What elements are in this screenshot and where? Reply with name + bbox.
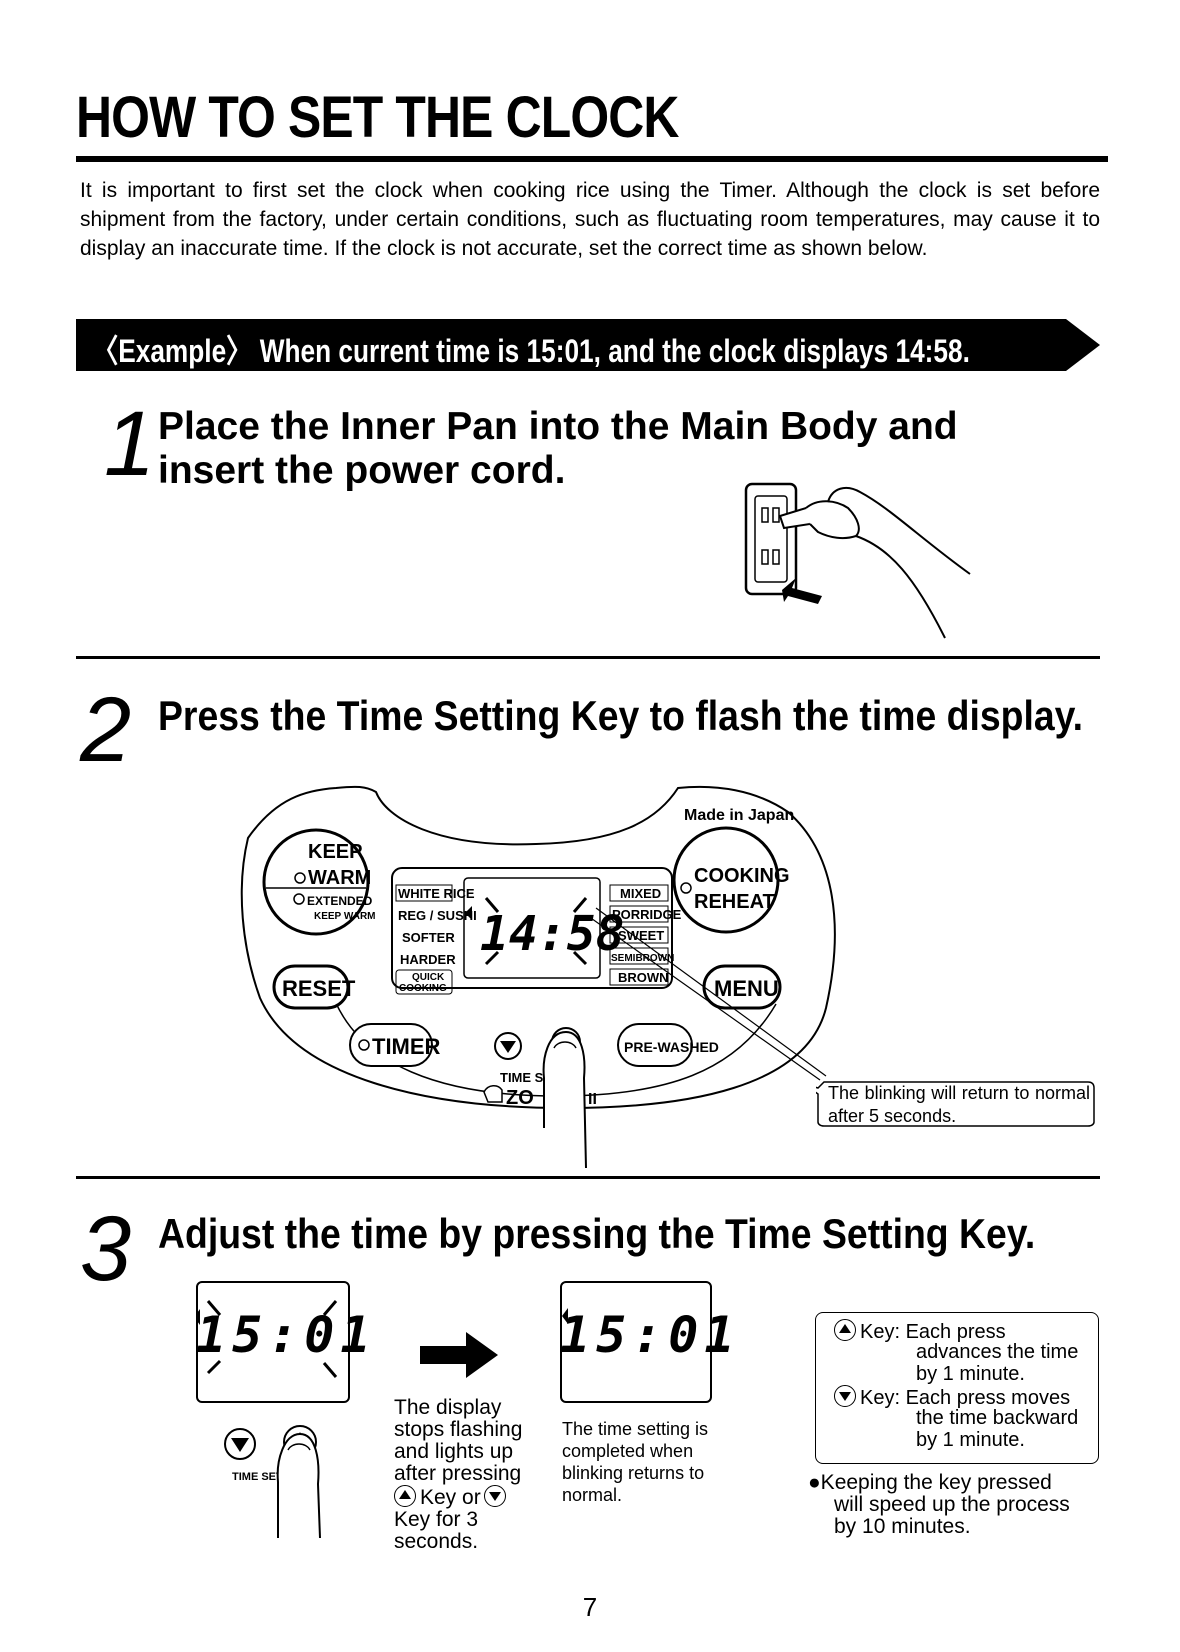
note-line: ●Keeping the key pressed	[808, 1471, 1052, 1494]
menu-label: MENU	[714, 976, 779, 1001]
section-divider	[76, 656, 1100, 659]
time-set-small-label: TIME SET	[232, 1471, 283, 1483]
key-text: by 1 minute.	[916, 1363, 1025, 1385]
step3-keys-illustration: TIME SET	[224, 1425, 321, 1538]
lcd-time-display: 14:58	[480, 906, 625, 962]
down-key-button[interactable]	[494, 1032, 522, 1060]
up-key-icon	[394, 1485, 416, 1507]
warm-label: WARM	[308, 867, 371, 889]
cooking-reheat-button[interactable]: COOKING REHEAT	[672, 826, 790, 934]
note-line: will speed up the process	[834, 1493, 1070, 1516]
menu-reg-sushi: REG / SUSHI	[398, 908, 477, 923]
completed-time-display	[560, 1281, 712, 1403]
caption-display-stops: The display stops flashing and lights up…	[394, 1397, 544, 1553]
display-pointer-mark	[562, 1308, 568, 1324]
caption-line: Key or	[420, 1486, 481, 1509]
caption-line: stops flashing	[394, 1418, 523, 1441]
menu-white-rice: WHITE RICE	[398, 886, 475, 901]
page-number: 7	[582, 1592, 598, 1622]
menu-brown: BROWN	[618, 970, 669, 985]
section-divider	[76, 1176, 1100, 1179]
step-2-instruction: Press the Time Setting Key to flash the …	[158, 692, 1084, 739]
caption-line: after pressing	[394, 1462, 522, 1485]
power-plug-illustration	[744, 482, 971, 639]
menu-mixed: MIXED	[620, 886, 661, 901]
caption-line-keys: Key or	[394, 1485, 544, 1509]
caption-line: The display	[394, 1396, 502, 1419]
caption-line: seconds.	[394, 1530, 479, 1553]
key-text: the time backward	[916, 1407, 1079, 1429]
callout-box	[803, 1078, 1096, 1128]
caption-line: The time setting is	[562, 1419, 709, 1439]
down-key-icon	[834, 1385, 856, 1407]
title-rule	[76, 156, 1108, 162]
keep-warm-small-label: KEEP WARM	[314, 911, 376, 922]
pre-washed-label: PRE-WASHED	[624, 1039, 719, 1055]
banner-shape	[76, 319, 1100, 371]
intro-text: It is important to first set the clock w…	[80, 179, 1100, 260]
key-text: advances the time	[916, 1341, 1079, 1363]
down-key-icon	[483, 1485, 506, 1507]
note-line: by 10 minutes.	[834, 1515, 971, 1538]
caption-line: normal.	[562, 1485, 623, 1505]
left-menu-list: WHITE RICE REG / SUSHI SOFTER HARDER QUI…	[395, 884, 477, 995]
menu-semibrown: SEMIBROWN	[611, 953, 674, 964]
keep-label: KEEP	[308, 841, 362, 863]
brand-label: ZO	[506, 1087, 534, 1109]
step-3-number: 3	[80, 1198, 132, 1300]
caption-line: completed when	[562, 1441, 694, 1461]
elephant-logo-icon	[483, 1085, 503, 1103]
timer-label: TIMER	[372, 1034, 441, 1059]
key-explanation-box: Key: Each press advances the time by 1 m…	[815, 1312, 1099, 1464]
extended-label: EXTENDED	[307, 894, 373, 908]
flashing-time-digits: 15:01	[196, 1306, 377, 1364]
arrow-right-icon	[420, 1332, 498, 1378]
menu-harder: HARDER	[400, 952, 456, 967]
up-key-line: Key: Each press	[834, 1319, 1006, 1343]
page-title: HOW TO SET THE CLOCK	[76, 85, 679, 150]
pointing-finger-icon	[276, 1432, 321, 1538]
flash-blink-marks	[196, 1300, 338, 1378]
keep-pressed-note: ●Keeping the key pressed will speed up t…	[808, 1472, 1106, 1538]
caption-setting-completed: The time setting is completed when blink…	[562, 1418, 732, 1506]
right-menu-list: MIXED PORRIDGE SWEET SEMIBROWN BROWN	[609, 884, 682, 986]
step-1-instruction: Place the Inner Pan into the Main Body a…	[158, 405, 958, 492]
timer-button[interactable]: TIMER	[349, 1023, 441, 1067]
pointing-finger-icon	[542, 1030, 587, 1168]
down-key-icon	[224, 1428, 256, 1460]
blink-marks	[484, 897, 588, 966]
made-in-label: Made in Japan	[684, 807, 794, 824]
key-text: by 1 minute.	[916, 1429, 1025, 1451]
menu-sweet: SWEET	[618, 928, 664, 943]
control-panel-illustration: Made in Japan KEEP WARM EXTENDED KEEP WA…	[240, 785, 836, 1168]
reset-label: RESET	[282, 976, 356, 1001]
caption-line: blinking returns to	[562, 1463, 705, 1483]
reheat-label: REHEAT	[694, 891, 775, 913]
menu-cooking: COOKING	[399, 983, 447, 994]
menu-porridge: PORRIDGE	[612, 907, 682, 922]
step-2-number: 2	[80, 679, 132, 781]
pre-washed-button[interactable]: PRE-WASHED	[617, 1023, 719, 1067]
key-text: Key: Each press moves	[860, 1387, 1071, 1409]
step-3-instruction: Adjust the time by pressing the Time Set…	[158, 1210, 1036, 1257]
down-key-line: Key: Each press moves	[834, 1385, 1070, 1409]
cooking-label: COOKING	[694, 865, 790, 887]
example-text: 〈Example〉 When current time is 15:01, an…	[92, 333, 970, 369]
step-1-number: 1	[104, 393, 156, 495]
completed-time-digits: 15:01	[560, 1306, 741, 1364]
menu-button[interactable]: MENU	[702, 964, 782, 1010]
caption-line: and lights up	[394, 1440, 514, 1463]
brand-tail-label: II	[588, 1091, 597, 1108]
menu-softer: SOFTER	[402, 930, 455, 945]
up-key-icon	[834, 1319, 856, 1341]
intro-paragraph: It is important to first set the clock w…	[80, 176, 1100, 263]
menu-quick: QUICK	[412, 972, 445, 983]
key-text: Key: Each press	[860, 1321, 1006, 1343]
reset-button[interactable]: RESET	[272, 964, 356, 1010]
flashing-time-display	[196, 1281, 350, 1403]
caption-line: Key for 3	[394, 1508, 479, 1531]
example-banner	[76, 319, 1100, 371]
keep-warm-button[interactable]: KEEP WARM EXTENDED KEEP WARM	[262, 828, 376, 936]
callout-text: The blinking will return to normal after…	[828, 1083, 1090, 1126]
